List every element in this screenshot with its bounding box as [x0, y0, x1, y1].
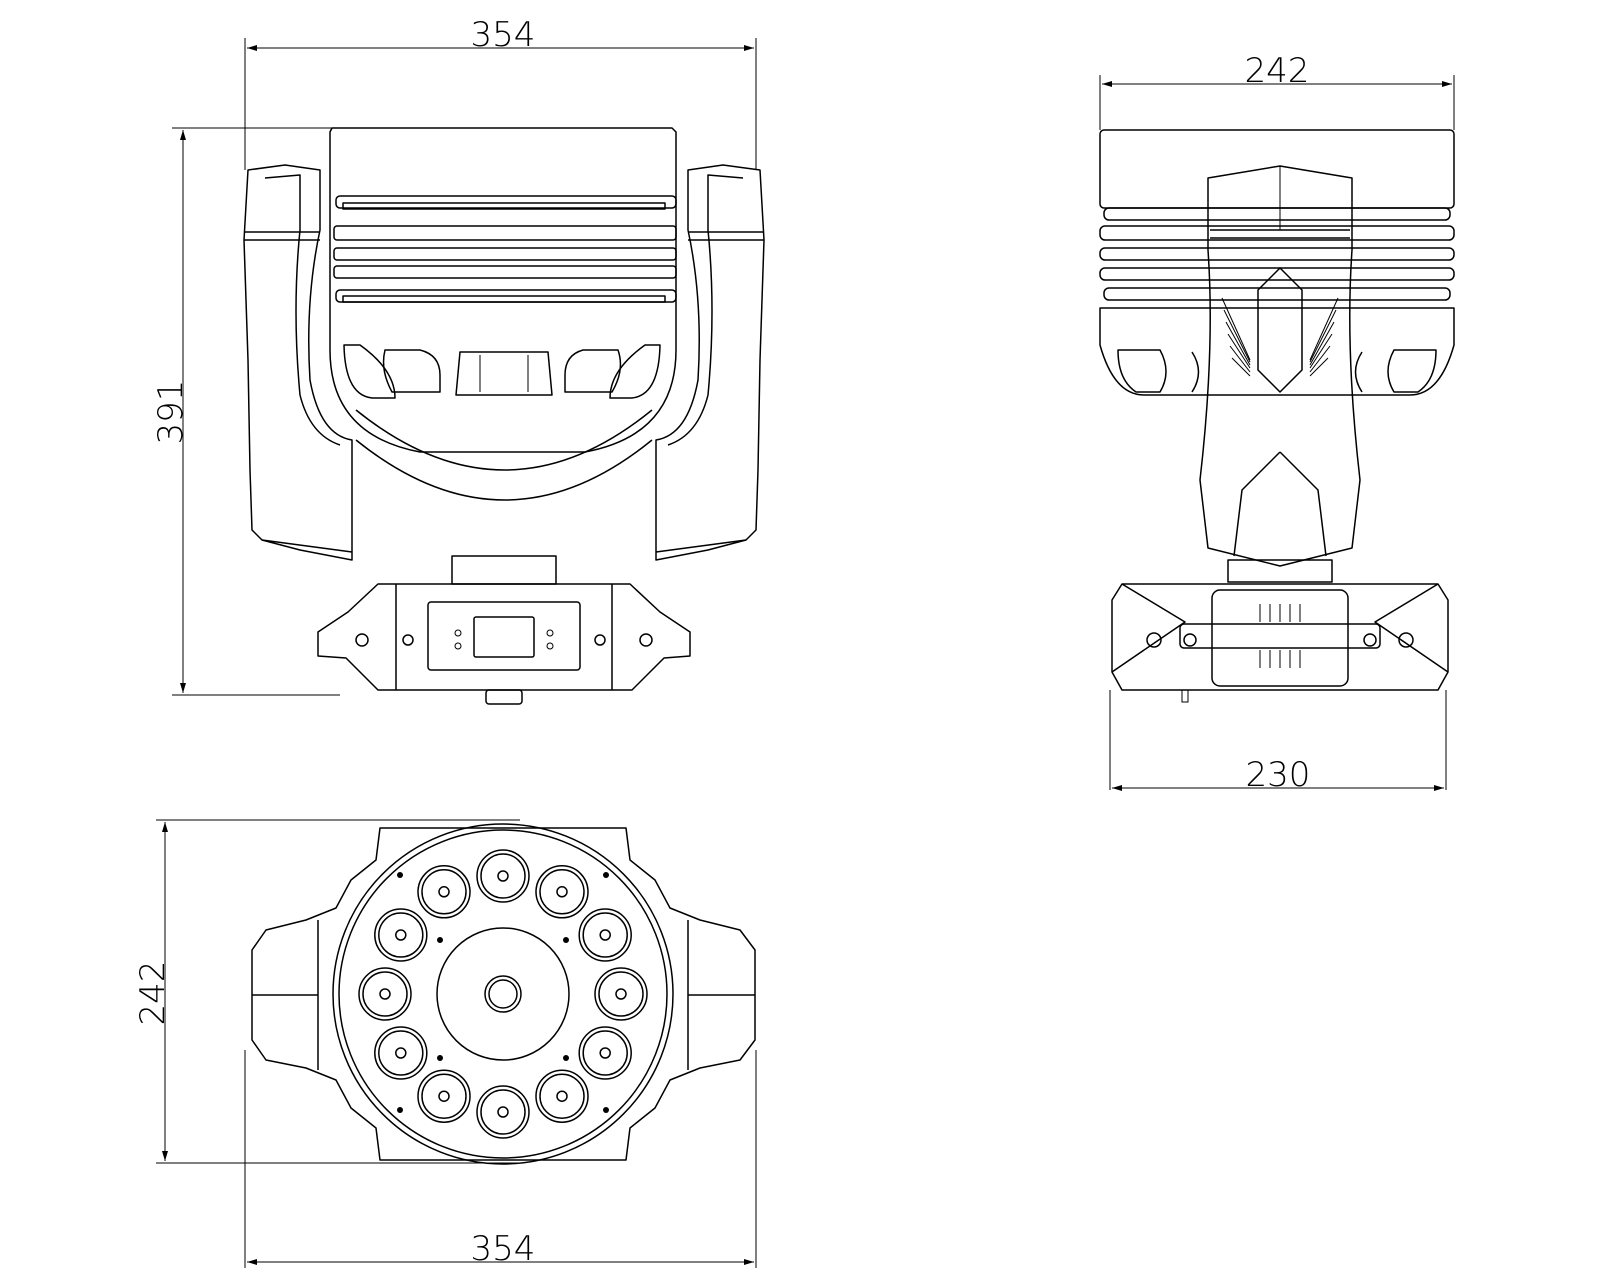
led-lens — [535, 1069, 589, 1123]
led-lens — [476, 1085, 530, 1139]
led-lens — [578, 1026, 632, 1080]
front-neck — [451, 555, 557, 585]
lens-screws — [397, 872, 609, 1113]
side-neck — [1227, 559, 1333, 583]
front-view: 354 391 — [151, 15, 765, 705]
led-lens — [476, 849, 530, 903]
lens-housing — [251, 827, 756, 1161]
side-base-width-label: 230 — [1246, 755, 1311, 795]
screw — [603, 872, 609, 878]
side-top-width-dimension: 242 — [1099, 51, 1455, 130]
front-head — [329, 127, 677, 501]
screw — [563, 1055, 569, 1061]
led-lens — [374, 908, 428, 962]
side-arm — [1199, 165, 1361, 567]
front-right-arm — [655, 164, 765, 561]
center-lens-ring — [436, 927, 570, 1061]
front-width-dimension: 354 — [244, 15, 757, 170]
side-base — [1111, 583, 1449, 703]
led-lens — [594, 967, 648, 1021]
led-lens — [535, 865, 589, 919]
side-top-width-label: 242 — [1245, 51, 1310, 91]
front-display-panel — [427, 601, 581, 671]
lens-width-label: 354 — [471, 1229, 536, 1269]
front-height-dimension: 391 — [151, 127, 340, 696]
front-display-screen — [473, 616, 535, 658]
led-lens — [374, 1026, 428, 1080]
led-lens — [358, 967, 412, 1021]
screw — [397, 872, 403, 878]
led-lens — [578, 908, 632, 962]
side-view: 242 — [1099, 51, 1455, 795]
led-lens — [417, 865, 471, 919]
front-width-label: 354 — [471, 15, 536, 55]
lens-face — [332, 823, 674, 1165]
screw — [603, 1107, 609, 1113]
screw — [397, 1107, 403, 1113]
front-left-arm — [243, 164, 353, 561]
lens-height-dimension: 242 — [133, 819, 520, 1164]
front-height-label: 391 — [151, 380, 191, 445]
lens-width-dimension: 354 — [244, 1050, 757, 1269]
lens-height-label: 242 — [133, 961, 173, 1026]
front-base — [317, 583, 691, 705]
screw — [437, 937, 443, 943]
side-base-width-dimension: 230 — [1109, 690, 1447, 795]
center-lens — [484, 975, 522, 1013]
screw — [437, 1055, 443, 1061]
side-head — [1099, 129, 1455, 396]
screw — [563, 937, 569, 943]
lens-view: 242 354 — [133, 819, 757, 1269]
outer-led-ring — [358, 849, 648, 1139]
led-lens — [417, 1069, 471, 1123]
